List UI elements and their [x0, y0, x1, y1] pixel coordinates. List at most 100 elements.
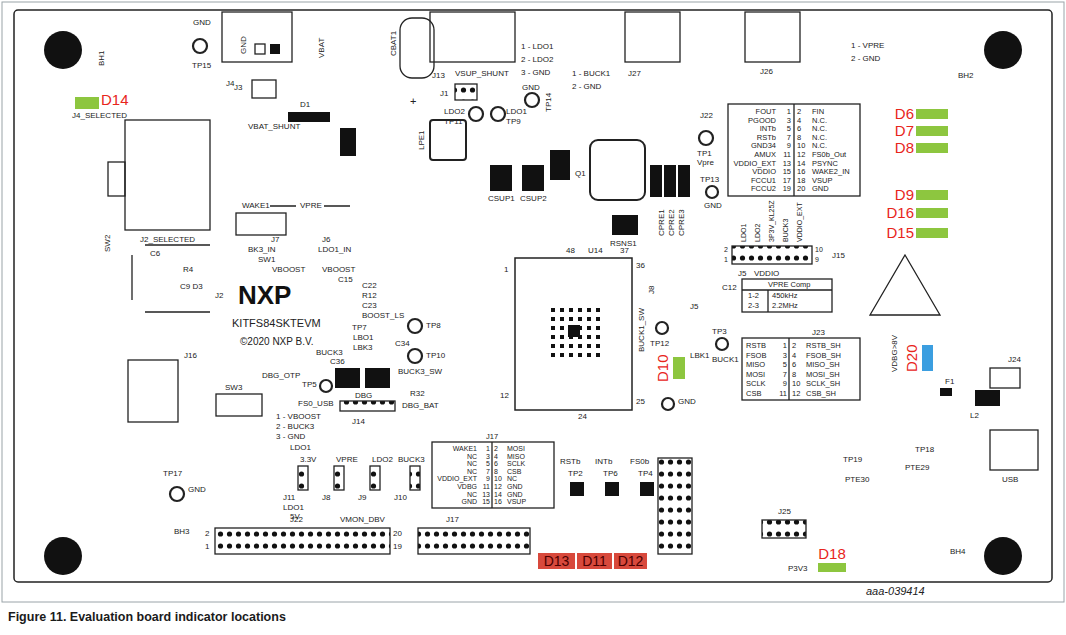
- silkscreen-label: 25: [636, 398, 645, 406]
- silkscreen-label: VDDIO: [754, 270, 779, 278]
- silkscreen-label: 15: [482, 498, 490, 505]
- indicator-label: D11: [582, 554, 607, 569]
- silkscreen-label: 3 - GND: [521, 69, 550, 77]
- mounting-hole: [44, 31, 82, 69]
- pin-header: [732, 246, 812, 264]
- silkscreen-label: LDO1: [290, 444, 311, 452]
- silkscreen-label: D1: [300, 101, 310, 109]
- silkscreen-label: 7: [486, 468, 490, 475]
- silkscreen-label: aaa-039414: [866, 586, 925, 597]
- capacitor-block: [522, 165, 544, 191]
- test-point: [525, 93, 539, 107]
- silkscreen-label: VDDIO_EXT: [733, 160, 776, 168]
- silkscreen-label: 2 - GND: [572, 83, 601, 91]
- silkscreen-label: J4: [226, 80, 234, 88]
- switch-lever: [108, 162, 125, 196]
- silkscreen-label: CSB_SH: [806, 390, 836, 398]
- silkscreen-label: R12: [362, 292, 377, 300]
- silkscreen-label: BUCK3: [398, 456, 425, 464]
- board-outline: [14, 10, 1052, 582]
- silkscreen-label: J3: [234, 84, 242, 92]
- silkscreen-label: VPRE: [300, 202, 322, 210]
- silkscreen-label: 37: [620, 247, 629, 255]
- silkscreen-label: 8: [494, 468, 498, 475]
- silkscreen-label: 18: [797, 177, 805, 185]
- test-point: [170, 487, 184, 501]
- silkscreen-label: R32: [410, 390, 425, 398]
- silkscreen-label: 2 - GND: [851, 55, 880, 63]
- inductor-block: [365, 368, 390, 388]
- silkscreen-label: CPRE1: [658, 209, 666, 236]
- indicator-label: D18: [818, 546, 846, 563]
- led-indicator: D12: [614, 553, 647, 569]
- jumper-header: [370, 466, 380, 490]
- silkscreen-label: 2.2MHz: [772, 302, 798, 310]
- silkscreen-label: TP5: [302, 381, 317, 389]
- silkscreen-label: TP13: [700, 176, 719, 184]
- silkscreen-label: 3: [783, 352, 787, 360]
- silkscreen-label: TP10: [426, 352, 445, 360]
- silkscreen-label: BUCK3: [782, 219, 789, 242]
- silkscreen-label: BH2: [958, 72, 974, 80]
- silkscreen-label: J17: [446, 516, 459, 524]
- led-indicator: D11: [577, 553, 612, 569]
- test-point: [656, 322, 668, 334]
- silkscreen-label: RSTb: [757, 134, 776, 142]
- silkscreen-label: 9: [783, 380, 787, 388]
- silkscreen-label: J25: [778, 508, 791, 516]
- esd-warning-symbol: [870, 255, 940, 315]
- silkscreen-label: VDBG: [457, 483, 477, 490]
- silkscreen-label: DBG: [355, 392, 372, 400]
- silkscreen-label: GND: [812, 185, 829, 193]
- silkscreen-label: VSUP_SHUNT: [455, 70, 509, 78]
- indicator-label: D13: [544, 554, 570, 569]
- silkscreen-label: +: [410, 96, 416, 107]
- test-point: [699, 131, 713, 145]
- led-indicator: D9: [916, 190, 948, 200]
- silkscreen-label: GND: [507, 491, 523, 498]
- silkscreen-label: 3: [787, 117, 791, 125]
- connector-outline: [430, 12, 515, 62]
- pinout-table: [432, 442, 554, 508]
- silkscreen-label: KITFS84SKTEVM: [232, 318, 321, 329]
- test-point: [193, 39, 207, 53]
- silkscreen-label: SW1: [258, 256, 275, 264]
- silkscreen-label: J11: [283, 494, 295, 502]
- silkscreen-label: 13: [783, 160, 791, 168]
- silkscreen-label: 19: [783, 185, 791, 193]
- pin-pad: [270, 44, 280, 54]
- silkscreen-label: 450kHz: [772, 292, 797, 300]
- test-pad: [570, 482, 584, 496]
- silkscreen-label: SCLK: [746, 380, 766, 388]
- silkscreen-label: 20: [797, 185, 805, 193]
- silkscreen-label: C15: [338, 276, 353, 284]
- silkscreen-label: TP15: [192, 62, 211, 70]
- pin-header: [418, 528, 530, 554]
- test-point: [491, 107, 505, 121]
- silkscreen-label: 2-3: [748, 302, 759, 310]
- silkscreen-label: J22: [700, 112, 713, 120]
- led-indicator: D18: [818, 563, 846, 572]
- silkscreen-label: GND: [461, 498, 477, 505]
- silkscreen-label: TP1: [697, 150, 712, 158]
- resistor-block: [612, 215, 638, 235]
- silkscreen-label: 1: [787, 108, 791, 116]
- silkscreen-label: CSB: [507, 468, 521, 475]
- silkscreen-label: LBO1: [353, 334, 373, 342]
- silkscreen-label: N.C.: [812, 125, 827, 133]
- silkscreen-label: 4: [792, 352, 796, 360]
- silkscreen-label: 36: [636, 262, 645, 270]
- silkscreen-label: GND: [704, 202, 722, 210]
- inductor-block: [335, 368, 360, 388]
- silkscreen-label: FCCU1: [751, 177, 776, 185]
- silkscreen-label: MOSI: [746, 371, 765, 379]
- silkscreen-label: VDDIO: [752, 168, 776, 176]
- silkscreen-label: BUCK3: [316, 349, 343, 357]
- silkscreen-label: GND: [507, 483, 523, 490]
- silkscreen-label: GND: [193, 19, 211, 27]
- jumper-header: [410, 466, 420, 490]
- silkscreen-label: LBK3: [353, 344, 373, 352]
- silkscreen-label: FS0b_Out: [812, 151, 846, 159]
- silkscreen-label: J16: [184, 352, 197, 360]
- capacitor-block: [340, 128, 356, 156]
